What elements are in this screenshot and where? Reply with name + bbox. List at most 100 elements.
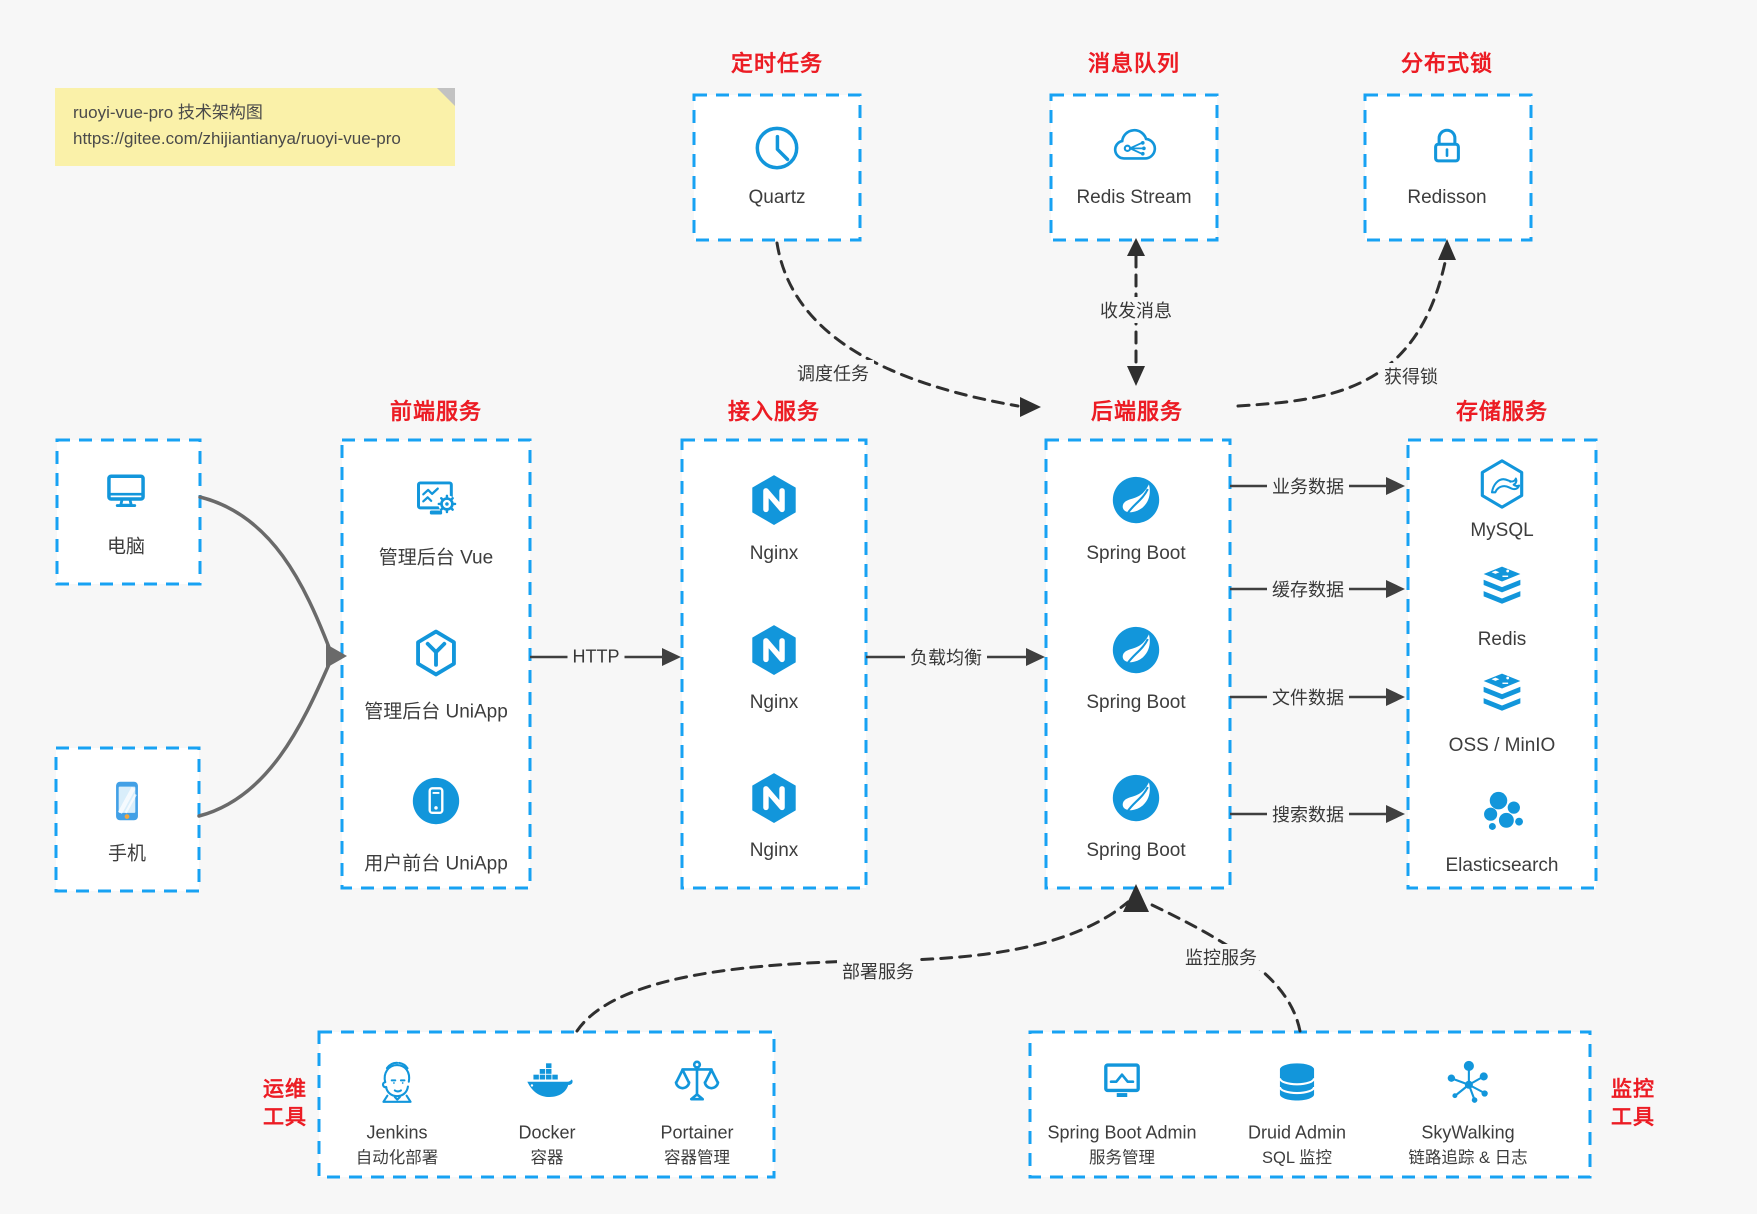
edge-label-search-data: 搜索数据 [1267,801,1349,827]
edge-search-data-arrowhead [1386,805,1405,823]
nginx-icon [752,625,796,675]
node-label-druid-admin: Druid Admin [1247,1122,1347,1143]
desktop-icon [107,474,145,507]
node-label-redisson: Redisson [1407,187,1487,208]
node-label-user-uniapp: 用户前台 UniApp [364,853,508,875]
edge-http-arrowhead [662,648,681,666]
node-sublabel-spring-boot-admin: 服务管理 [1089,1149,1155,1167]
edge-label-file-data: 文件数据 [1267,684,1349,710]
group-title-backend: 后端服务 [1090,399,1184,424]
edge-schedule-job-curve [775,241,1020,408]
storage-services-box [1406,438,1598,890]
edge-phone-to-frontend [197,660,332,818]
mysql-icon [1480,459,1524,509]
redis-icon [1483,566,1521,604]
node-label-skywalking: SkyWalking [1421,1122,1515,1143]
edge-message-arrowhead-up [1127,238,1145,256]
edge-label-load-balance: 负载均衡 [905,644,987,670]
spring-boot-icon [1112,626,1160,674]
desktop-client-box [55,438,202,586]
group-title-storage: 存储服务 [1455,399,1549,424]
node-sublabel-docker: 容器 [530,1149,564,1167]
smartphone-icon [116,781,138,821]
group-title-frontend: 前端服务 [389,399,483,424]
node-label-spring-boot-admin: Spring Boot Admin [1047,1122,1197,1143]
node-label-quartz: Quartz [748,187,806,208]
edge-acquire-lock-arrowhead [1438,239,1456,260]
edge-message-arrowhead-down [1127,366,1145,386]
node-label-spring-boot-2: Spring Boot [1086,692,1186,713]
edge-label-schedule-job: 调度任务 [792,360,874,386]
group-title-gateway: 接入服务 [727,399,821,424]
edge-acquire-lock-curve [1236,256,1448,408]
edge-label-business-data: 业务数据 [1267,473,1349,499]
node-sublabel-skywalking: 链路追踪 & 日志 [1408,1149,1528,1167]
edge-deploy-monitor-arrowhead [1123,884,1149,912]
node-sublabel-portainer: 容器管理 [664,1149,730,1167]
cloud-mq-icon [1113,128,1157,160]
group-title-scheduler: 定时任务 [730,51,824,76]
portainer-icon [674,1060,720,1101]
edge-label-acquire-lock: 获得锁 [1379,363,1443,389]
node-label-redis-stream: Redis Stream [1076,187,1192,208]
node-label-admin-uniapp: 管理后台 UniApp [364,701,508,723]
monitor-title-line2: 工具 [1611,1106,1655,1129]
message-queue-box [1049,93,1219,242]
node-sublabel-jenkins: 自动化部署 [355,1149,439,1167]
node-label-phone: 手机 [107,843,147,865]
elasticsearch-icon [1484,791,1523,830]
node-label-mysql: MySQL [1470,520,1534,541]
ops-title-line1: 运维 [263,1078,307,1101]
node-sublabel-druid-admin: SQL 监控 [1262,1149,1332,1167]
edge-business-data-arrowhead [1386,477,1405,495]
skywalking-icon [1447,1060,1488,1103]
monitor-tools-box [1028,1030,1592,1179]
node-label-oss-minio: OSS / MinIO [1448,735,1556,756]
nginx-icon [752,773,796,823]
node-label-nginx-1: Nginx [749,543,799,564]
edge-label-monitor-service: 监控服务 [1180,944,1262,970]
edge-schedule-job-arrowhead [1020,397,1041,417]
distributed-lock-box [1363,93,1533,242]
sticky-note: ruoyi-vue-pro 技术架构图 https://gitee.com/zh… [55,88,455,166]
monitor-title-line1: 监控 [1611,1078,1655,1101]
node-label-docker: Docker [518,1122,576,1143]
edge-label-deploy-service: 部署服务 [837,958,919,984]
note-url: https://gitee.com/zhijiantianya/ruoyi-vu… [73,129,401,148]
edge-desktop-to-frontend [198,495,332,652]
uniapp-icon [416,629,456,677]
spring-boot-icon [1112,476,1160,524]
note-title: ruoyi-vue-pro 技术架构图 [73,103,263,122]
group-title-monitor-tools: 监控 工具 [1611,1076,1655,1132]
jenkins-icon [381,1061,412,1103]
admin-vue-icon [417,481,457,515]
node-label-portainer: Portainer [660,1122,734,1143]
edge-label-send-receive-message: 收发消息 [1095,297,1177,323]
edge-file-data-arrowhead [1386,688,1405,706]
node-label-nginx-2: Nginx [749,692,799,713]
group-title-distributed-lock: 分布式锁 [1400,51,1494,76]
edge-label-cache-data: 缓存数据 [1267,576,1349,602]
node-label-spring-boot-1: Spring Boot [1086,543,1186,564]
node-label-elasticsearch: Elasticsearch [1445,855,1559,876]
node-label-spring-boot-3: Spring Boot [1086,840,1186,861]
edge-clients-arrowhead [326,644,347,668]
node-label-desktop: 电脑 [106,536,146,558]
note-fold-corner [437,88,455,106]
group-title-ops-tools: 运维 工具 [263,1076,307,1132]
node-label-nginx-3: Nginx [749,840,799,861]
spring-boot-icon [1112,774,1160,822]
druid-icon [1278,1063,1316,1101]
node-label-admin-vue: 管理后台 Vue [378,547,494,569]
node-label-redis: Redis [1477,629,1527,650]
edge-label-http: HTTP [567,646,625,668]
docker-icon [527,1063,573,1097]
nginx-icon [752,475,796,525]
clock-icon [755,126,799,170]
node-label-jenkins: Jenkins [366,1122,428,1143]
oss-icon [1483,673,1521,711]
ops-title-line2: 工具 [263,1106,307,1129]
edge-load-balance-arrowhead [1026,648,1045,666]
group-title-message-queue: 消息队列 [1087,51,1181,76]
